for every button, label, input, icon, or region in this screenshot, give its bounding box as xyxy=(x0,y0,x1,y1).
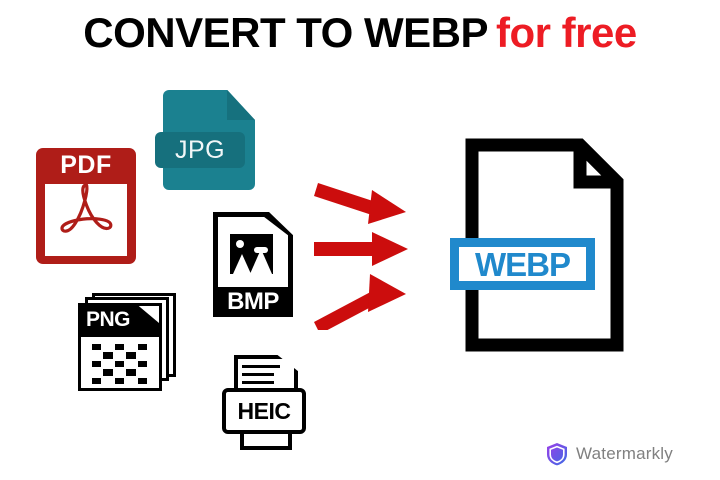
png-icon-front-sheet: PNG xyxy=(78,303,162,391)
checker-cell xyxy=(103,344,112,350)
jpg-icon-label: JPG xyxy=(174,135,226,164)
heic-icon-label: HEIC xyxy=(237,397,291,424)
shield-logo-icon xyxy=(547,443,567,466)
webp-badge: WEBP xyxy=(450,238,595,290)
checker-cell xyxy=(92,352,101,358)
page-title-main: CONVERT TO WEBP xyxy=(83,9,489,56)
watermarkly-brand: Watermarkly xyxy=(546,442,673,466)
mountain-glyph-icon xyxy=(233,254,251,274)
sun-glyph-icon xyxy=(236,240,244,248)
jpg-file-icon: JPG xyxy=(155,90,255,190)
checker-cell xyxy=(114,377,125,384)
checker-cell xyxy=(92,377,102,384)
checker-cell xyxy=(115,369,124,375)
webp-badge-label: WEBP xyxy=(475,245,571,283)
bmp-icon-label: BMP xyxy=(227,288,279,315)
brand-name: Watermarkly xyxy=(576,444,673,463)
checker-cell xyxy=(114,344,125,351)
mountain-glyph-icon xyxy=(250,249,272,274)
checker-cell xyxy=(92,360,102,368)
checker-cell xyxy=(115,352,124,358)
transparency-checkerboard-icon xyxy=(92,344,147,384)
checker-cell xyxy=(126,344,135,350)
heic-file-icon: HEIC xyxy=(222,355,306,450)
checker-cell xyxy=(126,378,135,384)
checker-cell xyxy=(103,361,112,367)
pdf-file-icon: PDF xyxy=(36,148,136,264)
checker-cell xyxy=(126,361,135,367)
png-icon-label: PNG xyxy=(86,308,131,331)
checker-cell xyxy=(114,360,125,368)
heic-icon-text-lines xyxy=(242,365,280,389)
jpg-icon-label-band: JPG xyxy=(155,132,245,168)
picture-glyph-icon xyxy=(230,234,273,274)
conversion-arrows xyxy=(314,183,408,330)
red-arrow-icon-top xyxy=(314,183,406,224)
checker-cell xyxy=(103,352,113,359)
checker-cell xyxy=(137,344,147,351)
checker-cell xyxy=(137,360,147,368)
checker-cell xyxy=(137,377,147,384)
red-arrow-icon-middle xyxy=(314,232,408,266)
checker-cell xyxy=(92,344,102,351)
page-title-accent: for free xyxy=(496,9,637,56)
checker-cell xyxy=(138,369,147,375)
checker-cell xyxy=(92,369,101,375)
heic-icon-label-band: HEIC xyxy=(222,388,306,434)
checker-cell xyxy=(138,352,147,358)
png-file-icon: PNG xyxy=(78,293,176,391)
webp-file-icon: WEBP xyxy=(450,135,640,360)
pdf-icon-label: PDF xyxy=(60,151,112,179)
red-arrow-icon-bottom xyxy=(314,274,406,330)
checker-cell xyxy=(103,369,113,376)
acrobat-swirl-icon xyxy=(60,183,113,234)
checker-cell xyxy=(126,352,136,359)
checker-cell xyxy=(103,378,112,384)
checker-cell xyxy=(126,369,136,376)
bmp-icon-paper xyxy=(218,217,288,287)
png-icon-header-band: PNG xyxy=(81,306,159,337)
bmp-file-icon: BMP xyxy=(213,212,293,317)
